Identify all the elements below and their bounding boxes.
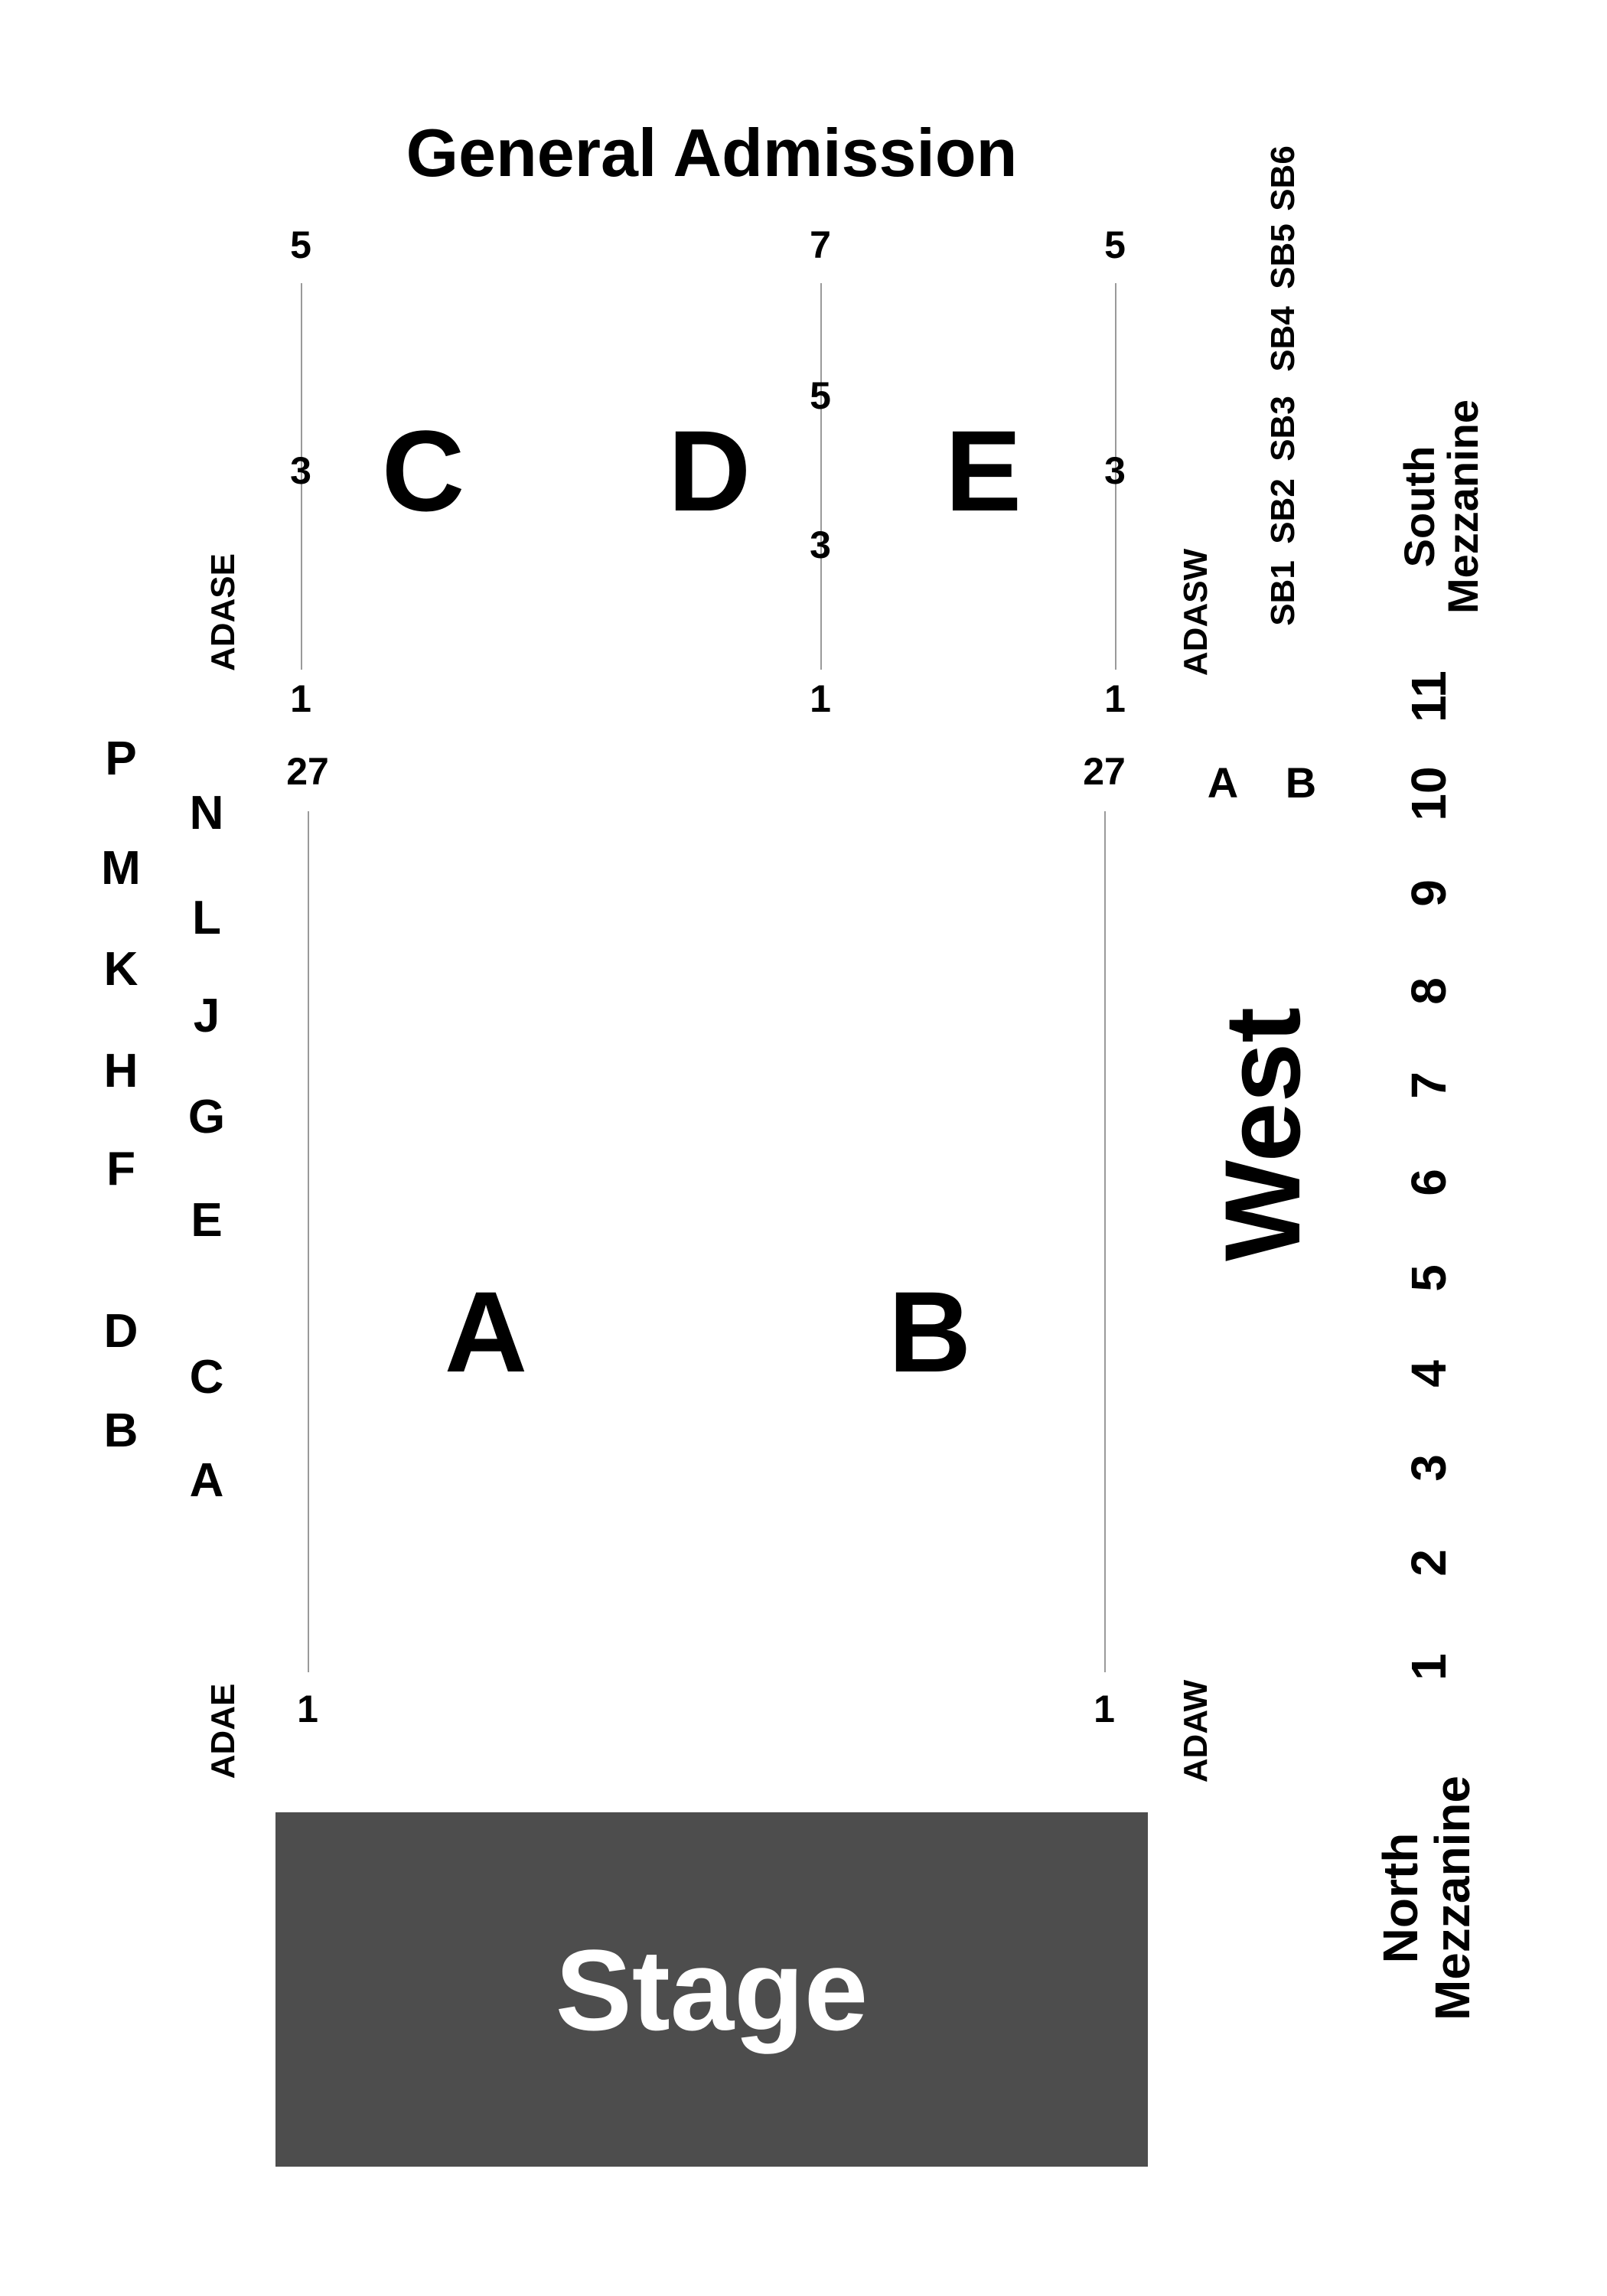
seat-number: 5 <box>290 223 311 266</box>
north-mezzanine-line1: North <box>1373 1832 1428 1964</box>
section-a-label: A <box>444 1267 528 1396</box>
box-seat-label: SB4 <box>1264 306 1302 372</box>
row-letter: A <box>189 1454 224 1507</box>
row-letter: F <box>106 1143 135 1195</box>
box-seat-label: SB3 <box>1264 396 1302 461</box>
row-letter: D <box>103 1305 139 1358</box>
section-c-label: C <box>381 406 465 535</box>
seat-number: 7 <box>810 223 831 266</box>
mezzanine-number: 9 <box>1401 879 1456 907</box>
mezzanine-number: 7 <box>1401 1071 1456 1099</box>
row-letter: N <box>189 787 224 840</box>
row-letter: H <box>103 1045 139 1097</box>
stage-label: Stage <box>555 1925 869 2054</box>
box-seat-label: SB1 <box>1264 560 1302 626</box>
south-mezzanine-line2: Mezzanine <box>1439 399 1487 615</box>
mezzanine-number: 3 <box>1401 1454 1456 1482</box>
seat-number: 3 <box>810 523 831 566</box>
west-section-label: West <box>1202 1007 1322 1261</box>
mezzanine-number: 2 <box>1401 1549 1456 1577</box>
seat-number: 1 <box>1104 677 1126 720</box>
west-box-label: A <box>1207 758 1239 807</box>
ada-w-label: ADAW <box>1177 1679 1214 1783</box>
mezzanine-number: 11 <box>1401 670 1456 722</box>
row-letter: M <box>101 842 141 895</box>
seat-number: 27 <box>286 750 329 793</box>
mezzanine-number: 10 <box>1401 766 1456 821</box>
aisle-line-lower-left <box>308 811 309 1672</box>
row-letter: L <box>192 892 221 944</box>
ada-sw-label: ADASW <box>1177 548 1214 677</box>
section-b-label: B <box>888 1267 972 1396</box>
west-box-label: B <box>1285 758 1317 807</box>
row-letter: E <box>191 1194 223 1247</box>
row-letter: G <box>187 1091 226 1143</box>
stage-area: Stage <box>275 1812 1148 2167</box>
seat-number: 5 <box>1104 223 1126 266</box>
ada-se-label: ADASE <box>204 553 242 672</box>
aisle-line-lower-right <box>1104 811 1106 1672</box>
row-letter: C <box>189 1351 224 1404</box>
mezzanine-number: 6 <box>1401 1169 1456 1196</box>
section-e-label: E <box>944 406 1022 535</box>
box-seat-label: SB5 <box>1264 223 1302 289</box>
south-mezzanine-line1: South <box>1395 445 1443 568</box>
seat-number: 3 <box>1104 449 1126 492</box>
page-title: General Admission <box>406 115 1018 191</box>
mezzanine-number: 1 <box>1401 1653 1456 1681</box>
aisle-line-upper-right <box>1115 283 1116 670</box>
section-d-label: D <box>667 406 751 535</box>
row-letter: B <box>103 1404 139 1457</box>
aisle-line-upper-left <box>301 283 302 670</box>
box-seat-label: SB6 <box>1264 145 1302 211</box>
aisle-line-upper-center <box>820 283 822 670</box>
seat-number: 27 <box>1083 750 1126 793</box>
seat-number: 5 <box>810 374 831 417</box>
ada-e-label: ADAE <box>204 1683 242 1779</box>
row-letter: P <box>105 732 137 785</box>
row-letter: J <box>193 990 220 1042</box>
mezzanine-number: 5 <box>1401 1264 1456 1292</box>
mezzanine-number: 4 <box>1401 1360 1456 1388</box>
mezzanine-number: 8 <box>1401 977 1456 1005</box>
seat-number: 3 <box>290 449 311 492</box>
seat-number: 1 <box>297 1688 318 1730</box>
seat-number: 1 <box>290 677 311 720</box>
north-mezzanine-line2: Mezzanine <box>1425 1775 1480 2021</box>
seat-number: 1 <box>1094 1688 1115 1730</box>
box-seat-label: SB2 <box>1264 478 1302 544</box>
row-letter: K <box>103 943 139 996</box>
seat-number: 1 <box>810 677 831 720</box>
